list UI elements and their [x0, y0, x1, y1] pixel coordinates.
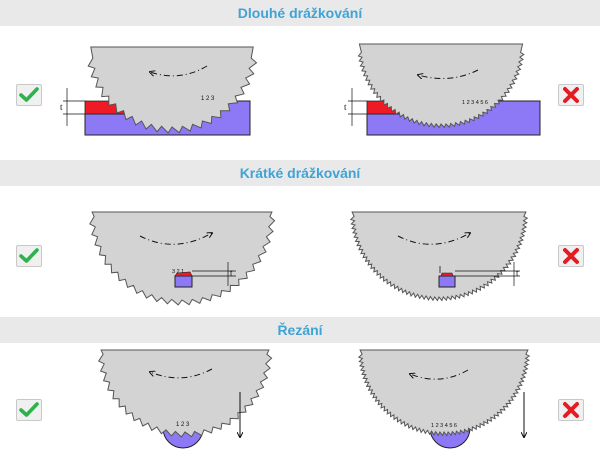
cross-icon: [563, 87, 579, 103]
workpiece-short-correct: [174, 275, 193, 288]
cross-icon: [563, 248, 579, 264]
rotation-arrow-long-correct: [150, 65, 208, 76]
depth-mark-short-correct: [192, 262, 236, 286]
correct-badge-short: [16, 245, 42, 267]
rotation-arrow-short-wrong: [397, 233, 470, 245]
section-title-short-grooving: Krátké drážkování: [0, 160, 600, 186]
saw-blade-short-wrong: [349, 211, 529, 302]
wrong-badge-short: [558, 245, 584, 267]
depth-mark-short-wrong: [455, 262, 520, 286]
chip-short-wrong: [440, 272, 454, 277]
checkmark-icon: [19, 402, 39, 417]
saw-blade-cut-correct: [97, 349, 273, 438]
rotation-arrow-cut-wrong: [410, 369, 469, 380]
section-title-cutting: Řezání: [0, 317, 600, 343]
saw-blade-short-correct: [89, 211, 276, 306]
section-title-long-grooving: Dlouhé drážkování: [0, 0, 600, 26]
chip-short-correct: [174, 271, 193, 277]
tooth-numbers-long-wrong: 1 2 3 4 5 6: [462, 100, 488, 106]
depth-label-short-correct: t: [230, 268, 233, 278]
cross-icon: [563, 402, 579, 418]
saw-blade-cut-wrong: [357, 349, 531, 437]
depth-label-long-wrong: t: [344, 102, 347, 112]
depth-mark-long-wrong: [348, 88, 367, 126]
correct-badge-long: [16, 84, 42, 106]
checkmark-icon: [19, 248, 39, 263]
rotation-arrow-cut-correct: [150, 368, 213, 379]
tooth-numbers-long-correct: 1 2 3: [201, 96, 215, 102]
depth-mark-long-correct: [63, 88, 85, 126]
checkmark-icon: [19, 87, 39, 102]
depth-label-long-correct: t: [60, 102, 63, 112]
correct-badge-cutting: [16, 399, 42, 421]
saw-blade-long-wrong: [357, 43, 525, 129]
rotation-arrow-long-wrong: [418, 69, 479, 79]
wrong-badge-long: [558, 84, 584, 106]
depth-label-short-wrong: t: [516, 268, 519, 278]
workpiece-short-wrong: [438, 275, 456, 288]
tooth-numbers-cut-wrong: 1 2 3 4 5 6: [431, 423, 457, 429]
saw-blade-long-correct: [87, 46, 258, 134]
rotation-arrow-short-correct: [139, 233, 212, 245]
tooth-numbers-cut-correct: 1 2 3: [176, 422, 190, 428]
wrong-badge-cutting: [558, 399, 584, 421]
tooth-numbers-short-correct: 3 2 1: [172, 269, 184, 275]
